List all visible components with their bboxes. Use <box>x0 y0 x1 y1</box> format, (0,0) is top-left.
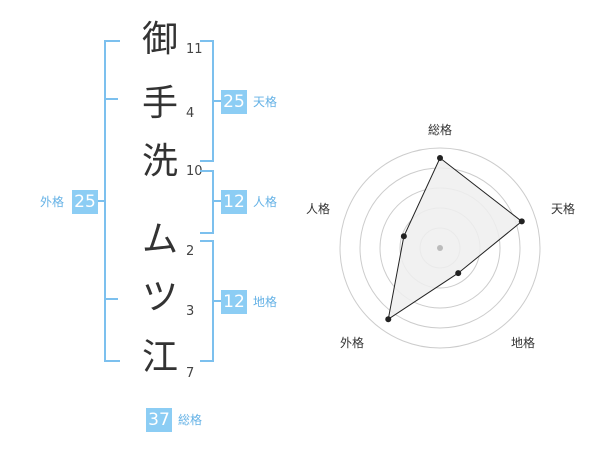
radar-point-4 <box>385 316 392 323</box>
radar-label-gaikaku: 外格 <box>340 336 365 350</box>
name-char-1: 御 <box>141 19 178 60</box>
soukaku-value: 37 <box>146 408 172 432</box>
jinkaku-connector <box>212 200 221 202</box>
stroke-count-5: 3 <box>186 304 195 319</box>
gaikaku-tick-1 <box>104 98 118 100</box>
tenkaku-label: 天格 <box>253 95 278 109</box>
radar-center <box>437 245 443 251</box>
radar-point-3 <box>455 270 462 277</box>
gaikaku-value: 25 <box>72 190 98 214</box>
soukaku-label: 総格 <box>178 413 203 427</box>
chikaku-value: 12 <box>221 290 247 314</box>
tenkaku-connector <box>212 100 221 102</box>
gaikaku-tick-2 <box>104 298 118 300</box>
name-char-6: 江 <box>141 337 178 378</box>
gaikaku-connector <box>98 200 106 202</box>
jinkaku-bracket <box>200 170 214 234</box>
stroke-count-2: 4 <box>186 106 195 121</box>
radar-label-chikaku: 地格 <box>511 336 536 350</box>
name-char-2: 手 <box>141 83 178 124</box>
name-char-3: 洗 <box>141 141 178 182</box>
radar-point-2 <box>518 218 525 225</box>
name-char-5: ツ <box>141 277 178 318</box>
jinkaku-value: 12 <box>221 190 247 214</box>
stroke-count-3: 10 <box>186 164 203 179</box>
radar-point-5 <box>400 233 407 240</box>
radar-label-jinkaku: 人格 <box>306 202 331 216</box>
stroke-count-1: 11 <box>186 42 203 57</box>
stroke-count-6: 7 <box>186 366 195 381</box>
radar-grid-ring <box>339 147 541 349</box>
chikaku-connector <box>212 300 221 302</box>
name-char-4: ム <box>141 219 178 260</box>
stroke-count-4: 2 <box>186 244 195 259</box>
radar-polygon <box>387 157 523 321</box>
chikaku-label: 地格 <box>253 295 278 309</box>
radar-label-tenkaku: 天格 <box>551 202 576 216</box>
gaikaku-label: 外格 <box>40 195 65 209</box>
tenkaku-value: 25 <box>221 90 247 114</box>
radar-point-1 <box>437 155 443 161</box>
radar-label-soukaku: 総格 <box>428 123 453 137</box>
jinkaku-label: 人格 <box>253 195 278 209</box>
